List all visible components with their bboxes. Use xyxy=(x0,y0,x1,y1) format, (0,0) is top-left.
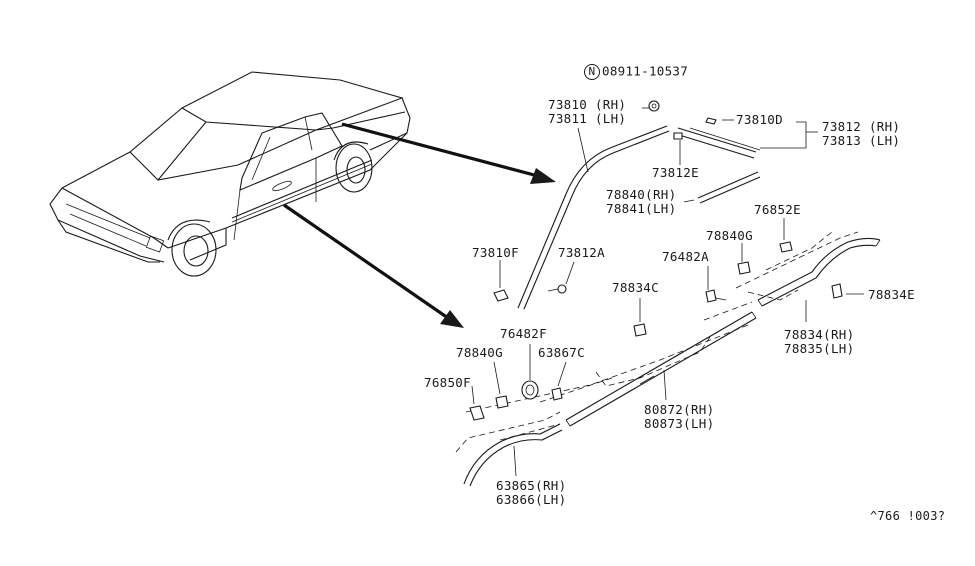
part-label-76852E: 76852E xyxy=(754,202,801,217)
part-label-63867C: 63867C xyxy=(538,345,585,360)
part-label-76482A: 76482A xyxy=(662,249,709,264)
pointer-arrows xyxy=(283,122,556,328)
part-label-78834: 78834(RH)78835(LH) xyxy=(784,328,854,356)
part-label-78840G-bottom: 78840G xyxy=(456,345,503,360)
car-illustration xyxy=(49,71,411,277)
part-label-73810D: 73810D xyxy=(736,112,783,127)
part-code-lh: 73811 (LH) xyxy=(548,111,627,126)
part-label-78840: 78840(RH)78841(LH) xyxy=(606,188,676,216)
part-code-rh: 78834(RH) xyxy=(784,327,855,342)
part-label-78840G-top: 78840G xyxy=(706,228,753,243)
part-code-rh: 78840(RH) xyxy=(606,187,677,202)
part-code-lh: 78835(LH) xyxy=(784,341,855,356)
part-label-73812A: 73812A xyxy=(558,245,605,260)
diagram-reference-code: ^766 !003? xyxy=(870,509,946,523)
part-code-rh: 80872(RH) xyxy=(644,402,715,417)
part-label-73810: 73810 (RH)73811 (LH) xyxy=(548,98,626,126)
part-label-80872: 80872(RH)80873(LH) xyxy=(644,403,714,431)
part-label-78834E: 78834E xyxy=(868,287,915,302)
part-label-73812E: 73812E xyxy=(652,165,699,180)
part-label-76482F: 76482F xyxy=(500,326,547,341)
part-label-63865: 63865(RH)63866(LH) xyxy=(496,479,566,507)
part-code-lh: 63866(LH) xyxy=(496,492,567,507)
part-code-lh: 80873(LH) xyxy=(644,416,715,431)
part-label-78834C: 78834C xyxy=(612,280,659,295)
part-code: 08911-10537 xyxy=(602,63,689,79)
part-label-73812: 73812 (RH)73813 (LH) xyxy=(822,120,900,148)
n-circle-icon: N xyxy=(584,64,600,80)
drip-molding-group xyxy=(493,100,818,310)
part-code-rh: 73812 (RH) xyxy=(822,119,901,134)
part-code-lh: 73813 (LH) xyxy=(822,133,901,148)
part-label-76850F: 76850F xyxy=(424,375,471,390)
sill-molding-group xyxy=(455,218,881,487)
part-code-lh: 78841(LH) xyxy=(606,201,677,216)
part-code-rh: 73810 (RH) xyxy=(548,97,627,112)
part-code-rh: 63865(RH) xyxy=(496,478,567,493)
part-label-73810F: 73810F xyxy=(472,245,519,260)
